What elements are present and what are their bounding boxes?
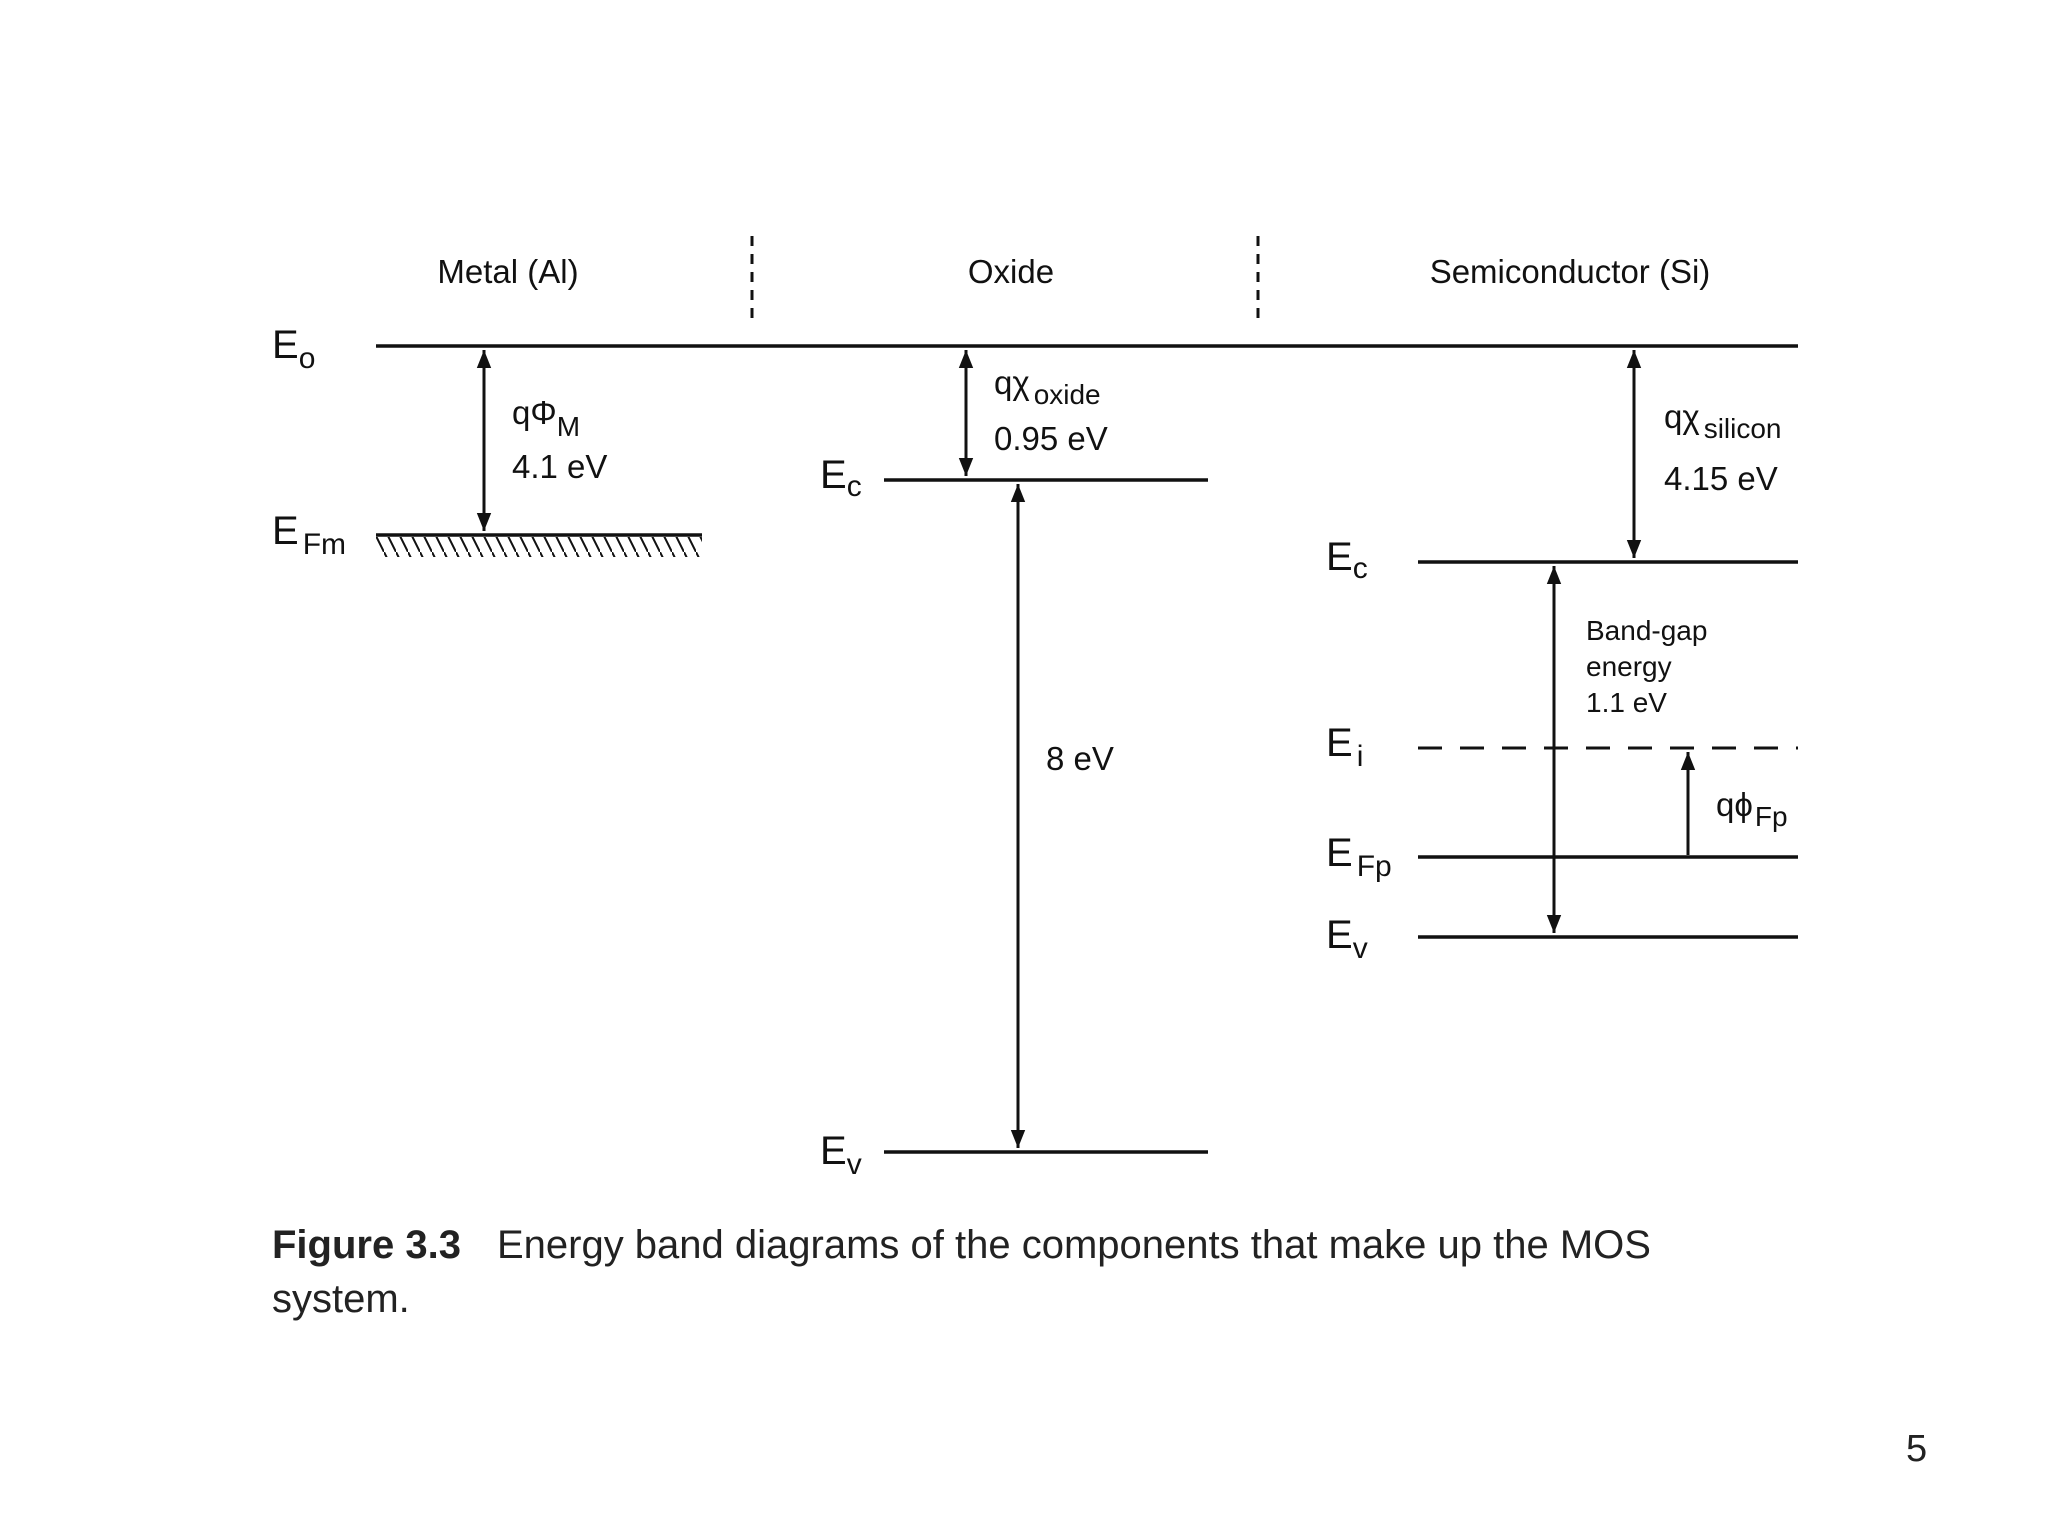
- figure-caption-text: Energy band diagrams of the components t…: [272, 1223, 1651, 1321]
- page-number: 5: [1906, 1428, 1928, 1470]
- metal-work-function-value: 4.1 eV: [512, 448, 607, 485]
- oxide-region-label: Oxide: [968, 253, 1054, 290]
- si-conduction-band-label: Ec: [1326, 535, 1368, 585]
- oxide-conduction-band-label: Ec: [820, 453, 862, 503]
- si-valence-band-label: Ev: [1326, 913, 1368, 965]
- si-fermi-potential-symbol: qϕFp: [1716, 786, 1788, 832]
- oxide-valence-band-label: Ev: [820, 1129, 862, 1181]
- metal-region-label: Metal (Al): [437, 253, 578, 290]
- metal-fermi-hatch: [376, 537, 702, 557]
- oxide-band-gap-value: 8 eV: [1046, 740, 1114, 777]
- si-affinity-value: 4.15 eV: [1664, 460, 1778, 497]
- oxide-affinity-value: 0.95 eV: [994, 420, 1108, 457]
- si-band-gap-line1: Band-gap: [1586, 615, 1707, 646]
- vacuum-level-label: Eo: [272, 323, 315, 375]
- si-band-gap-value: 1.1 eV: [1586, 687, 1667, 718]
- semiconductor-region-label: Semiconductor (Si): [1430, 253, 1711, 290]
- si-band-gap-line2: energy: [1586, 651, 1672, 682]
- metal-work-function-symbol: qΦM: [512, 394, 580, 442]
- figure-label: Figure 3.3: [272, 1223, 461, 1267]
